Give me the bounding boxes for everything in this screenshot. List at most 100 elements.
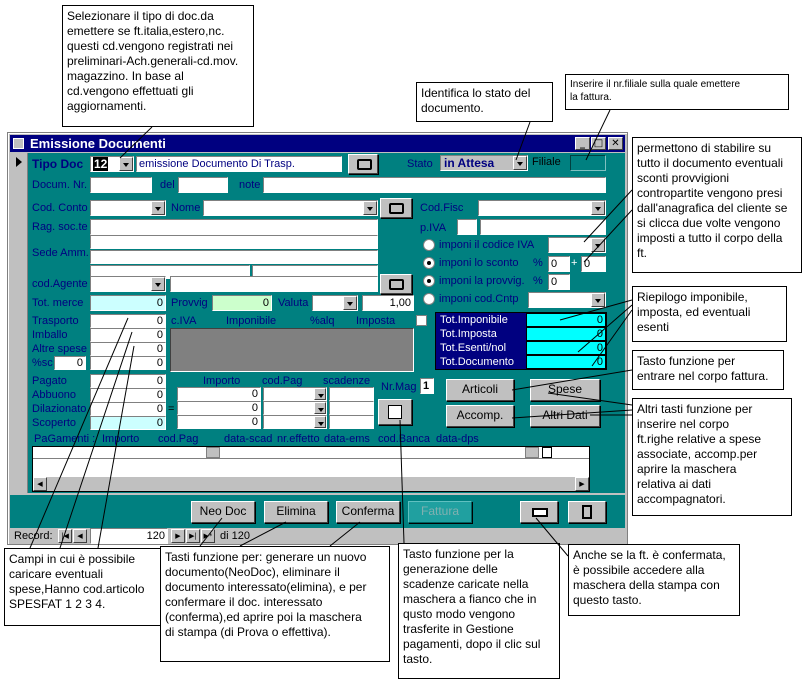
- piva-field[interactable]: [480, 219, 606, 235]
- piva-prefix-field[interactable]: [457, 219, 477, 235]
- imponi-sconto-radio[interactable]: [423, 257, 435, 269]
- chevron-down-icon[interactable]: [119, 157, 133, 171]
- imponi-iva-radio[interactable]: [423, 239, 435, 251]
- sc2-field[interactable]: 0: [90, 356, 166, 370]
- cod-conto-select[interactable]: [90, 200, 166, 216]
- scroll-left-icon[interactable]: ◀: [33, 477, 47, 491]
- connector-spese: [547, 392, 633, 406]
- tipo-doc-select[interactable]: 12: [90, 156, 134, 172]
- note-field[interactable]: [263, 177, 606, 193]
- trasporto-field[interactable]: 0: [90, 314, 166, 328]
- form-icon[interactable]: [13, 138, 24, 149]
- scad-importo-3[interactable]: 0: [177, 415, 261, 429]
- chevron-down-icon[interactable]: [151, 277, 165, 291]
- chevron-down-icon[interactable]: [591, 293, 605, 307]
- record-selector[interactable]: [10, 153, 28, 493]
- scad-codpag-2[interactable]: [263, 401, 327, 415]
- grid-checkbox[interactable]: [542, 447, 552, 458]
- cod-cntp-select[interactable]: [528, 292, 606, 308]
- cod-agente-select[interactable]: [90, 276, 166, 292]
- exit-button[interactable]: [568, 501, 606, 523]
- plus-label: +: [571, 257, 578, 269]
- maximize-icon[interactable]: □: [591, 137, 606, 150]
- connector-riepilogo-2: [577, 304, 633, 353]
- abbuono-field[interactable]: 0: [90, 388, 166, 402]
- scad-data-2[interactable]: [329, 401, 374, 415]
- grid-header-cod-banca: cod.Banca: [378, 433, 430, 445]
- chevron-down-icon[interactable]: [314, 388, 326, 400]
- provvig-field[interactable]: 0: [548, 274, 570, 290]
- neo-doc-button[interactable]: Neo Doc: [191, 501, 255, 523]
- scad-codpag-1[interactable]: [263, 387, 327, 401]
- note-tasti-funzione: Tasti funzione per: generare un nuovo do…: [160, 546, 390, 662]
- data-documento-field[interactable]: [178, 177, 228, 193]
- chevron-down-icon[interactable]: [343, 296, 357, 310]
- altri-dati-button[interactable]: Altri Dati: [530, 405, 600, 427]
- elimina-button[interactable]: Elimina: [264, 501, 328, 523]
- first-record-icon[interactable]: |◀: [58, 529, 72, 543]
- connector-spese-3: [97, 345, 135, 549]
- scad-importo-2[interactable]: 0: [177, 401, 261, 415]
- genera-scadenze-button[interactable]: [378, 399, 412, 425]
- nrmag-field[interactable]: 1: [420, 378, 434, 394]
- scoperto-field: 0: [90, 416, 166, 430]
- connector-opzioni-1: [583, 189, 633, 243]
- close-icon[interactable]: ✕: [608, 137, 623, 150]
- chevron-down-icon[interactable]: [591, 201, 605, 215]
- scad-data-1[interactable]: [329, 387, 374, 401]
- accomp-button[interactable]: Accomp.: [446, 405, 514, 427]
- articoli-button[interactable]: Articoli: [446, 379, 514, 401]
- record-number-field[interactable]: 120: [90, 528, 168, 544]
- scad-data-3[interactable]: [329, 415, 374, 429]
- iva-checkbox[interactable]: [416, 315, 427, 326]
- camera-icon[interactable]: [380, 274, 412, 294]
- chevron-down-icon[interactable]: [151, 201, 165, 215]
- rag-soc-field[interactable]: [90, 219, 378, 235]
- dilazionato-field[interactable]: 0: [90, 402, 166, 416]
- rag-soc-field-2[interactable]: [90, 235, 378, 249]
- chevron-down-icon[interactable]: [314, 416, 326, 428]
- scad-importo-1[interactable]: 0: [177, 387, 261, 401]
- sc-label: %sc: [32, 357, 53, 369]
- last-record-icon[interactable]: ▶|: [186, 529, 200, 543]
- sede-amm-field[interactable]: [90, 250, 378, 264]
- conferma-button[interactable]: Conferma: [336, 501, 400, 523]
- scad-codpag-3[interactable]: [263, 415, 327, 429]
- nome-select[interactable]: [203, 200, 378, 216]
- chevron-down-icon[interactable]: [206, 447, 220, 458]
- scroll-right-icon[interactable]: ▶: [575, 477, 589, 491]
- codice-iva-select[interactable]: [548, 237, 606, 253]
- docum-nr-field[interactable]: [90, 177, 152, 193]
- imballo-field[interactable]: 0: [90, 328, 166, 342]
- connector-riepilogo-3: [591, 309, 633, 367]
- chevron-down-icon[interactable]: [591, 238, 605, 252]
- title-bar[interactable]: Emissione Documenti _ □ ✕: [10, 135, 625, 152]
- sconto1-field[interactable]: 0: [548, 256, 570, 272]
- print-button[interactable]: [520, 501, 558, 523]
- cambio-field[interactable]: 1,00: [362, 295, 414, 311]
- equals-label: =: [168, 403, 175, 415]
- camera-icon[interactable]: [348, 154, 378, 174]
- stato-select[interactable]: in Attesa: [440, 155, 528, 171]
- horizontal-scrollbar[interactable]: ◀ ▶: [33, 477, 589, 491]
- note-stampa: Anche se la ft. è confermata, è possibil…: [568, 544, 740, 616]
- pagamenti-grid[interactable]: ◀ ▶: [32, 446, 590, 492]
- chevron-down-icon[interactable]: [314, 402, 326, 414]
- next-record-icon[interactable]: ▶: [171, 529, 185, 543]
- imponi-cntp-radio[interactable]: [423, 293, 435, 305]
- grid-header-codpag: cod.Pag: [158, 433, 199, 445]
- sc1-field[interactable]: 0: [54, 356, 86, 370]
- prev-record-icon[interactable]: ◀: [73, 529, 87, 543]
- sconto2-field[interactable]: 0: [581, 256, 606, 272]
- chevron-down-icon[interactable]: [363, 201, 377, 215]
- imponi-provvig-radio[interactable]: [423, 275, 435, 287]
- cod-conto-label: Cod. Conto: [32, 202, 88, 214]
- valuta-select[interactable]: [312, 295, 358, 311]
- connector-scadenze: [399, 419, 405, 544]
- camera-icon[interactable]: [380, 198, 412, 218]
- minimize-icon[interactable]: _: [575, 137, 590, 150]
- grid-row[interactable]: [33, 447, 589, 459]
- chevron-down-icon[interactable]: [525, 447, 539, 458]
- fattura-button[interactable]: Fattura: [408, 501, 472, 523]
- cod-fisc-select[interactable]: [478, 200, 606, 216]
